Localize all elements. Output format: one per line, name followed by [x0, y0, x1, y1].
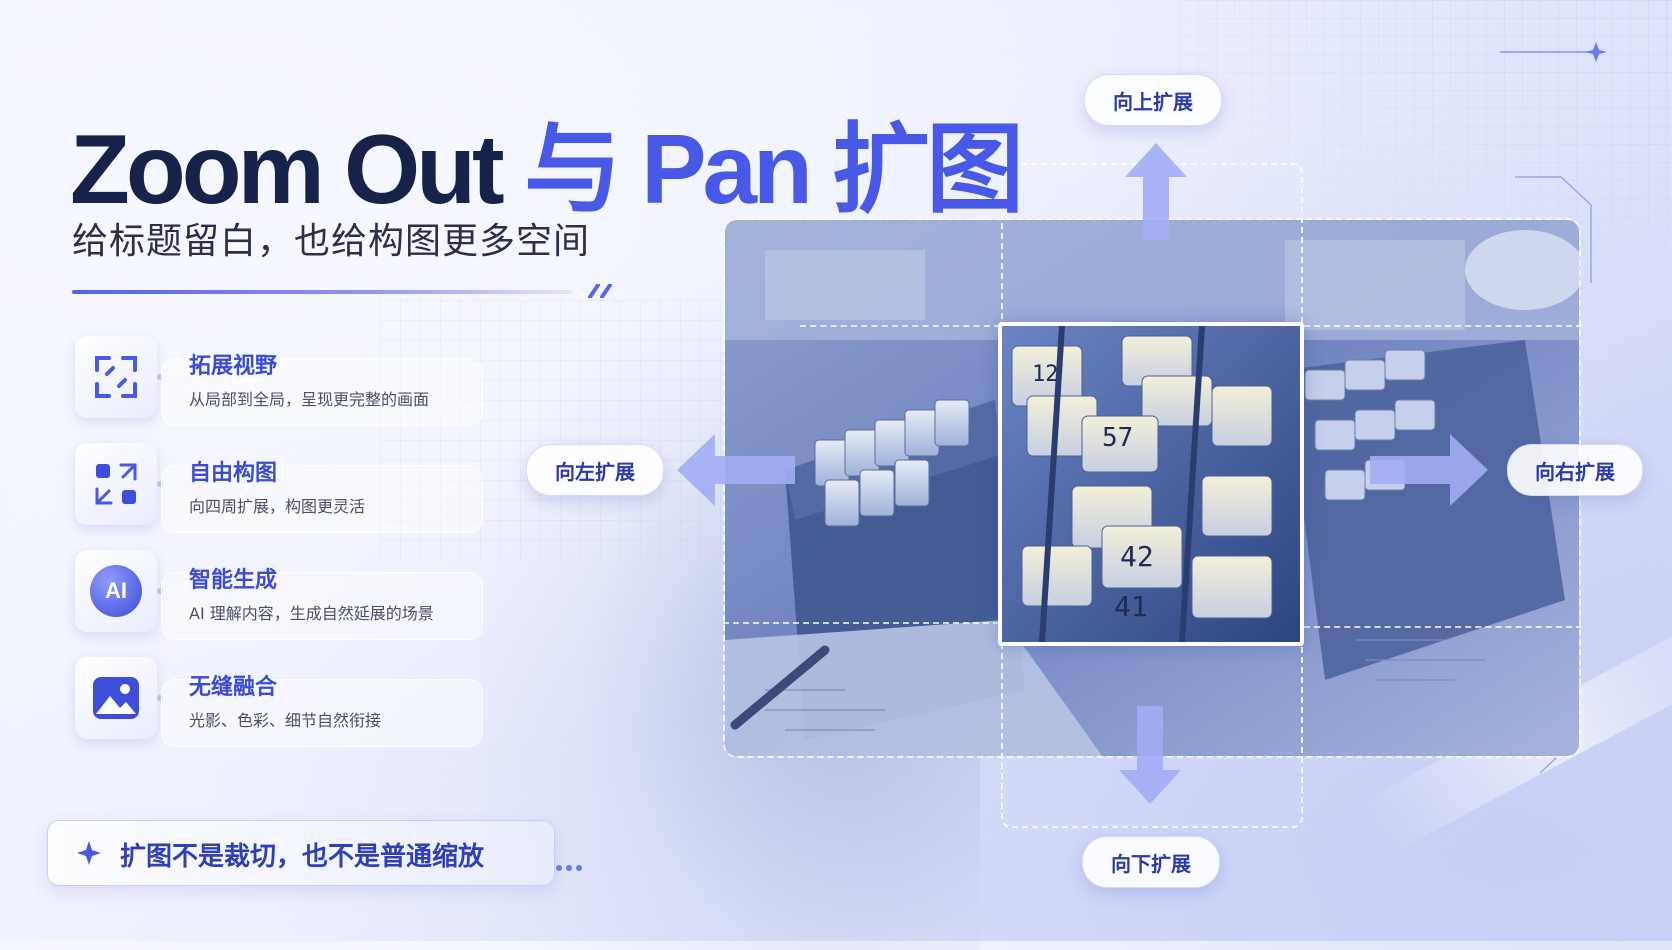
arrow-up-icon — [1125, 143, 1187, 241]
feature-icon-box — [75, 336, 157, 418]
arrow-down-icon — [1119, 706, 1181, 804]
feature-icon-box — [75, 443, 157, 525]
original-crop-photo: 57 42 41 12 — [1002, 326, 1300, 642]
feature-description: 向四周扩展，构图更灵活 — [189, 497, 366, 516]
title-part-1: Zoom Out — [70, 114, 505, 224]
page-subtitle: 给标题留白，也给构图更多空间 — [72, 221, 591, 262]
title-part-2: 与 Pan 扩图 — [523, 114, 1024, 224]
expand-right-label: 向右扩展 — [1507, 444, 1643, 496]
banner-dots-decoration — [556, 865, 582, 871]
corner-bracket-top-right — [1515, 176, 1592, 283]
left-guide-top — [800, 325, 1000, 327]
feature-description: 从局部到全局，呈现更完整的画面 — [189, 390, 430, 409]
right-guide-bottom — [1304, 626, 1582, 628]
feature-title: 无缝融合 — [189, 675, 278, 700]
arrow-right-icon — [1370, 434, 1488, 506]
left-guide-bottom — [723, 622, 999, 624]
feature-title: 拓展视野 — [189, 354, 278, 379]
tab-number-41: 41 — [1114, 590, 1148, 623]
feature-card-expand-view: 拓展视野 从局部到全局，呈现更完整的画面 — [75, 336, 485, 426]
original-crop-frame: 57 42 41 12 — [998, 322, 1304, 646]
arrows-outward-icon — [95, 463, 137, 505]
expand-frame-icon — [95, 356, 137, 398]
sparkle-icon — [77, 841, 101, 865]
connector-dot — [157, 374, 163, 380]
arrow-left-icon — [677, 434, 795, 506]
ai-badge-icon: AI — [90, 565, 142, 617]
feature-description: 光影、色彩、细节自然衔接 — [189, 711, 382, 730]
connector-dot — [157, 588, 163, 594]
banner-text: 扩图不是裁切，也不是普通缩放 — [120, 842, 485, 872]
page-title: Zoom Out 与 Pan 扩图 — [70, 90, 1024, 232]
feature-panel — [161, 465, 483, 533]
expand-left-label: 向左扩展 — [526, 444, 664, 496]
slash-decoration — [588, 284, 612, 298]
feature-card-seamless-blend: 无缝融合 光影、色彩、细节自然衔接 — [75, 657, 485, 747]
feature-panel — [161, 358, 483, 426]
feature-icon-box: AI — [75, 550, 157, 632]
connector-dot — [157, 481, 163, 487]
expand-up-label: 向上扩展 — [1084, 74, 1222, 126]
feature-panel — [161, 572, 483, 640]
title-underline — [72, 290, 572, 294]
tab-number-57: 57 — [1102, 423, 1133, 453]
feature-card-free-composition: 自由构图 向四周扩展，构图更灵活 — [75, 443, 485, 533]
feature-title: 自由构图 — [189, 461, 278, 486]
connector-dot — [157, 695, 163, 701]
feature-panel — [161, 679, 483, 747]
feature-card-ai-generation: AI 智能生成 AI 理解内容，生成自然延展的场景 — [75, 550, 485, 640]
image-icon — [93, 677, 139, 719]
right-guide-top — [1304, 325, 1582, 327]
feature-description: AI 理解内容，生成自然延展的场景 — [189, 604, 434, 623]
feature-icon-box — [75, 657, 157, 739]
bottom-banner — [47, 820, 555, 886]
feature-title: 智能生成 — [189, 568, 278, 593]
tab-number-42: 42 — [1120, 540, 1154, 573]
expand-down-label: 向下扩展 — [1082, 836, 1220, 888]
top-right-sparkle-icon — [1500, 42, 1607, 62]
tab-number-12: 12 — [1032, 362, 1059, 387]
